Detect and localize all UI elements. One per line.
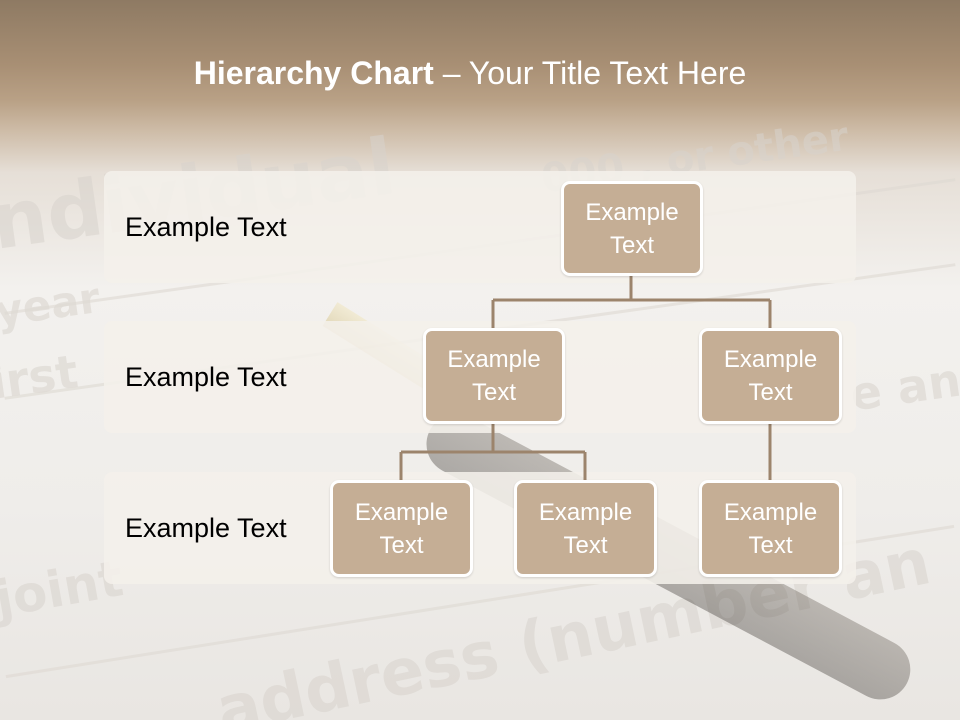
node-level2-right: Example Text (699, 328, 842, 424)
node-level3-b: Example Text (514, 480, 657, 577)
slide-title: Hierarchy Chart – Your Title Text Here (0, 55, 940, 92)
level-label-3: Example Text (125, 513, 287, 543)
node-level3-a: Example Text (330, 480, 473, 577)
level-label-2: Example Text (125, 362, 287, 392)
node-level3-c: Example Text (699, 480, 842, 577)
level-band-1 (104, 171, 856, 283)
title-rest: – Your Title Text Here (433, 55, 747, 91)
title-bold: Hierarchy Chart (193, 55, 434, 91)
node-level2-left: Example Text (423, 328, 565, 424)
node-root: Example Text (561, 181, 703, 276)
level-label-1: Example Text (125, 212, 287, 242)
